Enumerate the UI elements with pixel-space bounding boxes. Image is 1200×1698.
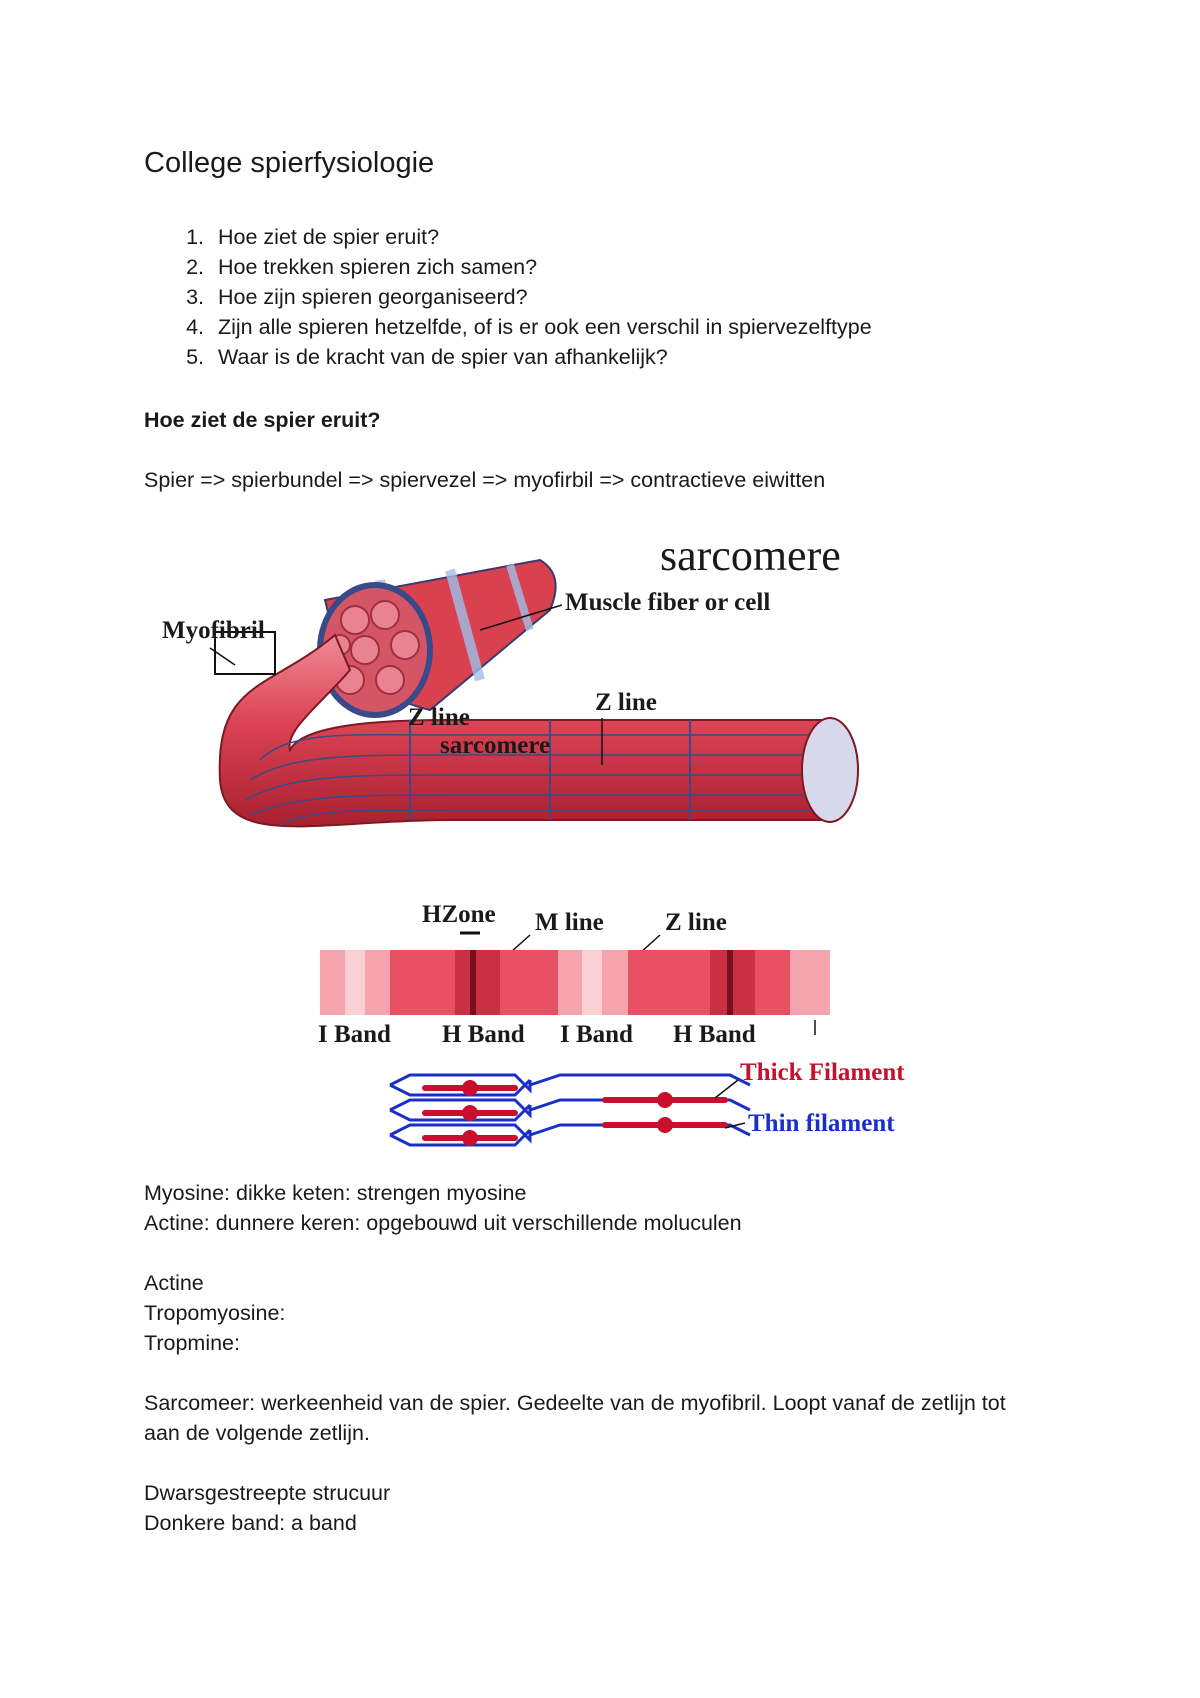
page-title: College spierfysiologie xyxy=(144,147,435,179)
note-actine: Actine: dunnere keren: opgebouwd uit ver… xyxy=(144,1211,742,1235)
filament-diagram xyxy=(389,1073,751,1147)
dwarsgestreepte-line: Dwarsgestreepte strucuur xyxy=(144,1481,391,1505)
band-label: I Band xyxy=(318,1021,391,1048)
sarcomere-figure: sarcomere xyxy=(162,531,905,1147)
donkere-band-line: Donkere band: a band xyxy=(144,1511,357,1535)
label-z-line-3: Z line xyxy=(665,909,727,936)
protein-actine: Actine xyxy=(144,1271,204,1295)
band-strip xyxy=(320,950,830,1015)
protein-tropmine: Tropmine: xyxy=(144,1331,240,1355)
figure-title: sarcomere xyxy=(660,531,841,580)
muscle-fiber-illustration xyxy=(317,558,557,718)
list-item: 3.Hoe zijn spieren georganiseerd? xyxy=(186,285,528,309)
list-item: 2.Hoe trekken spieren zich samen? xyxy=(186,255,538,279)
band-label: H Band xyxy=(673,1021,756,1048)
label-muscle-fiber: Muscle fiber or cell xyxy=(565,589,770,616)
label-z-line-2: Z line xyxy=(595,689,657,716)
myofibril-illustration xyxy=(214,631,859,828)
label-myofibril: Myofibril xyxy=(162,617,265,644)
hierarchy-line: Spier => spierbundel => spiervezel => my… xyxy=(144,468,826,492)
band-label: I Band xyxy=(560,1021,633,1048)
list-item: 1.Hoe ziet de spier eruit? xyxy=(186,225,440,249)
section-heading: Hoe ziet de spier eruit? xyxy=(144,408,381,432)
label-z-line-1: Z line xyxy=(408,704,470,731)
protein-tropomyosine: Tropomyosine: xyxy=(144,1301,286,1325)
label-m-line: M line xyxy=(535,909,604,936)
list-item: 4.Zijn alle spieren hetzelfde, of is er … xyxy=(186,315,872,339)
band-label: H Band xyxy=(442,1021,525,1048)
label-thick-filament: Thick Filament xyxy=(740,1059,905,1086)
myofibril-highlight-box xyxy=(214,631,276,675)
label-sarcomere: sarcomere xyxy=(440,732,550,759)
list-item: 5.Waar is de kracht van de spier van afh… xyxy=(186,345,668,369)
label-hzone: HZone xyxy=(422,901,496,928)
note-myosine: Myosine: dikke keten: strengen myosine xyxy=(144,1181,527,1205)
sarcomeer-definition: Sarcomeer: werkeenheid van de spier. Ged… xyxy=(144,1391,1006,1445)
label-thin-filament: Thin filament xyxy=(748,1110,895,1137)
